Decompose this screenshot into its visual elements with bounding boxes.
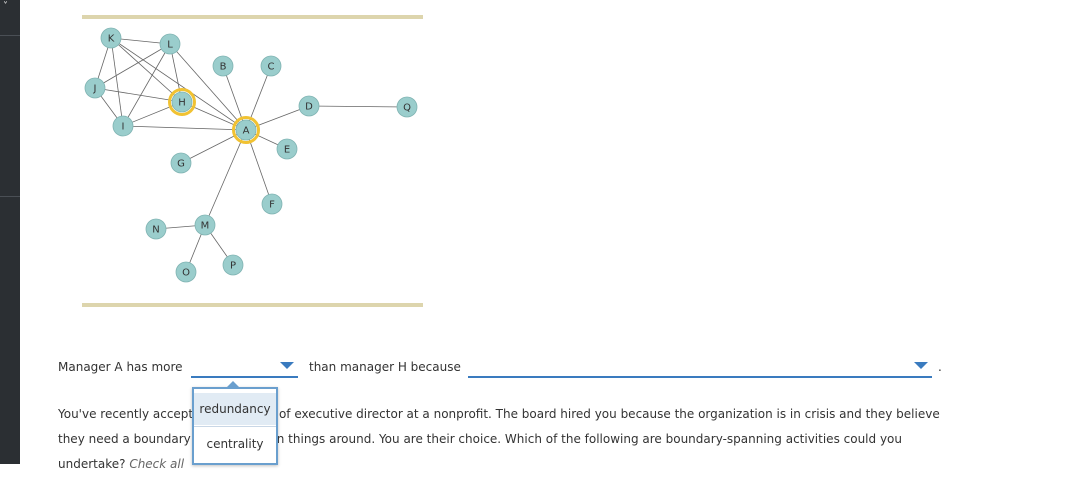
node-K [100,27,122,49]
graph-bottom-rule [82,303,423,307]
node-label-I: I [122,122,125,133]
question-line-3a: undertake? [58,457,126,471]
question-line-2a: they need a boundary [58,432,191,446]
node-label-O: O [182,268,190,279]
edge-A-M [204,129,247,226]
node-O [175,261,197,283]
node-label-K: K [108,34,115,45]
node-label-P: P [230,261,236,272]
highlight-ring-A [232,116,260,144]
rail-divider [0,196,20,197]
option-divider [194,426,276,427]
chevron-down-icon [914,362,928,369]
edge-H-A [181,101,247,131]
node-F [261,193,283,215]
node-label-Q: Q [403,103,411,114]
node-label-J: J [93,84,97,95]
node-G [170,152,192,174]
rail-divider [0,35,20,36]
node-label-B: B [220,62,227,73]
left-rail: ˅ [0,0,20,464]
question-line-2b: n things around. You are their choice. W… [276,432,902,446]
node-label-F: F [269,200,275,211]
node-label-C: C [268,62,275,73]
sentence-part-2: than manager H because [309,360,461,374]
node-label-M: M [201,221,210,232]
node-L [159,33,181,55]
node-B [212,55,234,77]
node-label-G: G [177,159,185,170]
edge-L-I [122,43,171,127]
node-label-L: L [167,40,173,51]
sentence-part-1: Manager A has more [58,360,183,374]
question-line-3b: Check all [129,457,185,471]
node-label-N: N [152,225,159,236]
node-M [194,214,216,236]
node-D [298,95,320,117]
sentence-end: . [938,360,942,374]
node-P [222,254,244,276]
chevron-down-icon[interactable]: ˅ [3,1,8,12]
edge-L-A [169,43,247,131]
edge-J-H [94,87,183,103]
node-J [84,77,106,99]
node-label-A: A [243,126,250,137]
edge-K-I [110,37,124,127]
edge-H-I [122,101,183,127]
network-graph: K L J H I B C A D Q E G F N M O P [84,27,418,283]
quality-dropdown[interactable] [191,354,298,378]
node-H [171,91,193,113]
reason-dropdown[interactable] [468,354,932,378]
network-graph-panel: K L J H I B C A D Q E G F N M O P [82,15,423,308]
edge-A-G [180,129,247,164]
fill-in-sentence: Manager A has more than manager H becaus… [58,354,1058,382]
node-Q [396,96,418,118]
graph-top-rule [82,15,423,19]
edge-I-A [122,125,247,131]
node-C [260,55,282,77]
option-centrality[interactable]: centrality [206,437,264,451]
popup-pointer [226,381,240,388]
node-I [112,115,134,137]
node-label-E: E [284,145,290,156]
node-N [145,218,167,240]
node-A [235,119,257,141]
node-label-H: H [178,98,186,109]
option-redundancy[interactable]: redundancy [194,393,276,425]
question-line-1a: You've recently accept [58,407,194,421]
edge-L-J [94,43,171,89]
highlight-ring-H [168,88,196,116]
dropdown-options-list: redundancy centrality [192,381,278,465]
chevron-down-icon [280,362,294,369]
node-E [276,138,298,160]
edge-D-Q [308,105,408,108]
edge-K-H [110,37,183,103]
question-line-1b: of executive director at a nonprofit. Th… [275,407,940,421]
node-label-D: D [305,102,313,113]
